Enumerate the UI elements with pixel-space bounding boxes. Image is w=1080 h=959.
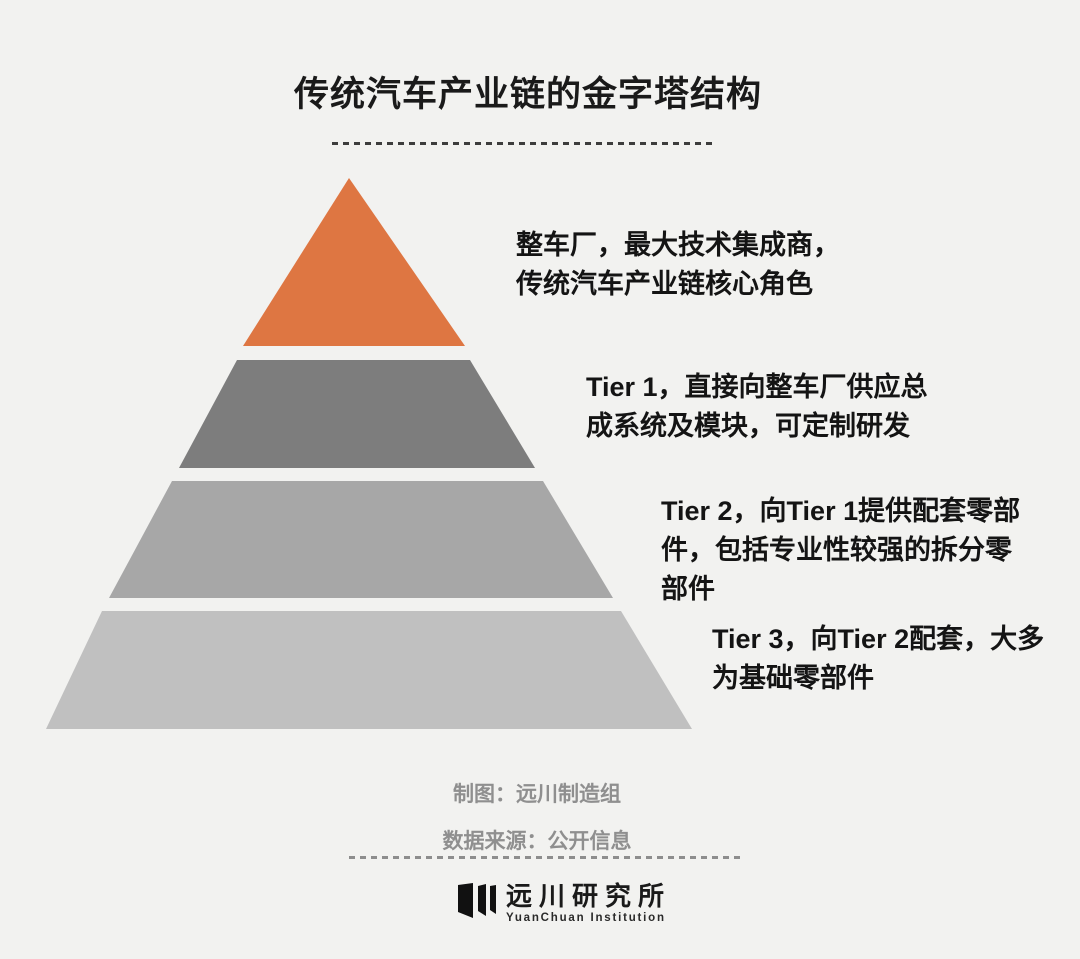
credit-author: 制图：远川制造组	[453, 783, 621, 806]
tier-label-tier1: Tier 1，直接向整车厂供应总 成系统及模块，可定制研发	[586, 368, 928, 446]
brand-logo: 远川研究所 YuanChuan Institution	[452, 879, 671, 929]
pyramid-tier-2	[109, 481, 613, 598]
tier-label-line: 部件	[661, 574, 715, 604]
title-divider	[332, 142, 716, 145]
tier-label-line: Tier 1，直接向整车厂供应总	[586, 372, 928, 402]
tier-label-line: 成系统及模块，可定制研发	[586, 411, 910, 441]
credit-source: 数据来源：公开信息	[442, 830, 632, 853]
pyramid-tier-1	[179, 360, 535, 468]
logo-text: 远川研究所 YuanChuan Institution	[506, 879, 671, 924]
page-title: 传统汽车产业链的金字塔结构	[293, 75, 762, 114]
tier-label-line: 为基础零部件	[712, 663, 874, 693]
tier-label-line: 件，包括专业性较强的拆分零	[661, 535, 1012, 565]
tier-label-line: Tier 3，向Tier 2配套，大多	[712, 624, 1045, 654]
footer-credits: 制图：远川制造组 数据来源：公开信息	[0, 778, 1074, 872]
pyramid-tier-top	[243, 178, 465, 346]
logo-name-en: YuanChuan Institution	[506, 912, 666, 924]
footer-divider	[349, 856, 743, 859]
tier-label-line: 传统汽车产业链核心角色	[516, 269, 813, 299]
tier-label-oem: 整车厂，最大技术集成商， 传统汽车产业链核心角色	[516, 226, 840, 304]
tier-label-line: Tier 2，向Tier 1提供配套零部	[661, 496, 1021, 526]
logo-name-cn: 远川研究所	[506, 881, 672, 911]
tier-label-tier2: Tier 2，向Tier 1提供配套零部 件，包括专业性较强的拆分零 部件	[661, 492, 1020, 609]
logo-bars-icon	[458, 883, 496, 918]
pyramid-tier-3	[46, 611, 692, 729]
tier-label-line: 整车厂，最大技术集成商，	[516, 230, 840, 260]
tier-label-tier3: Tier 3，向Tier 2配套，大多 为基础零部件	[712, 620, 1044, 698]
